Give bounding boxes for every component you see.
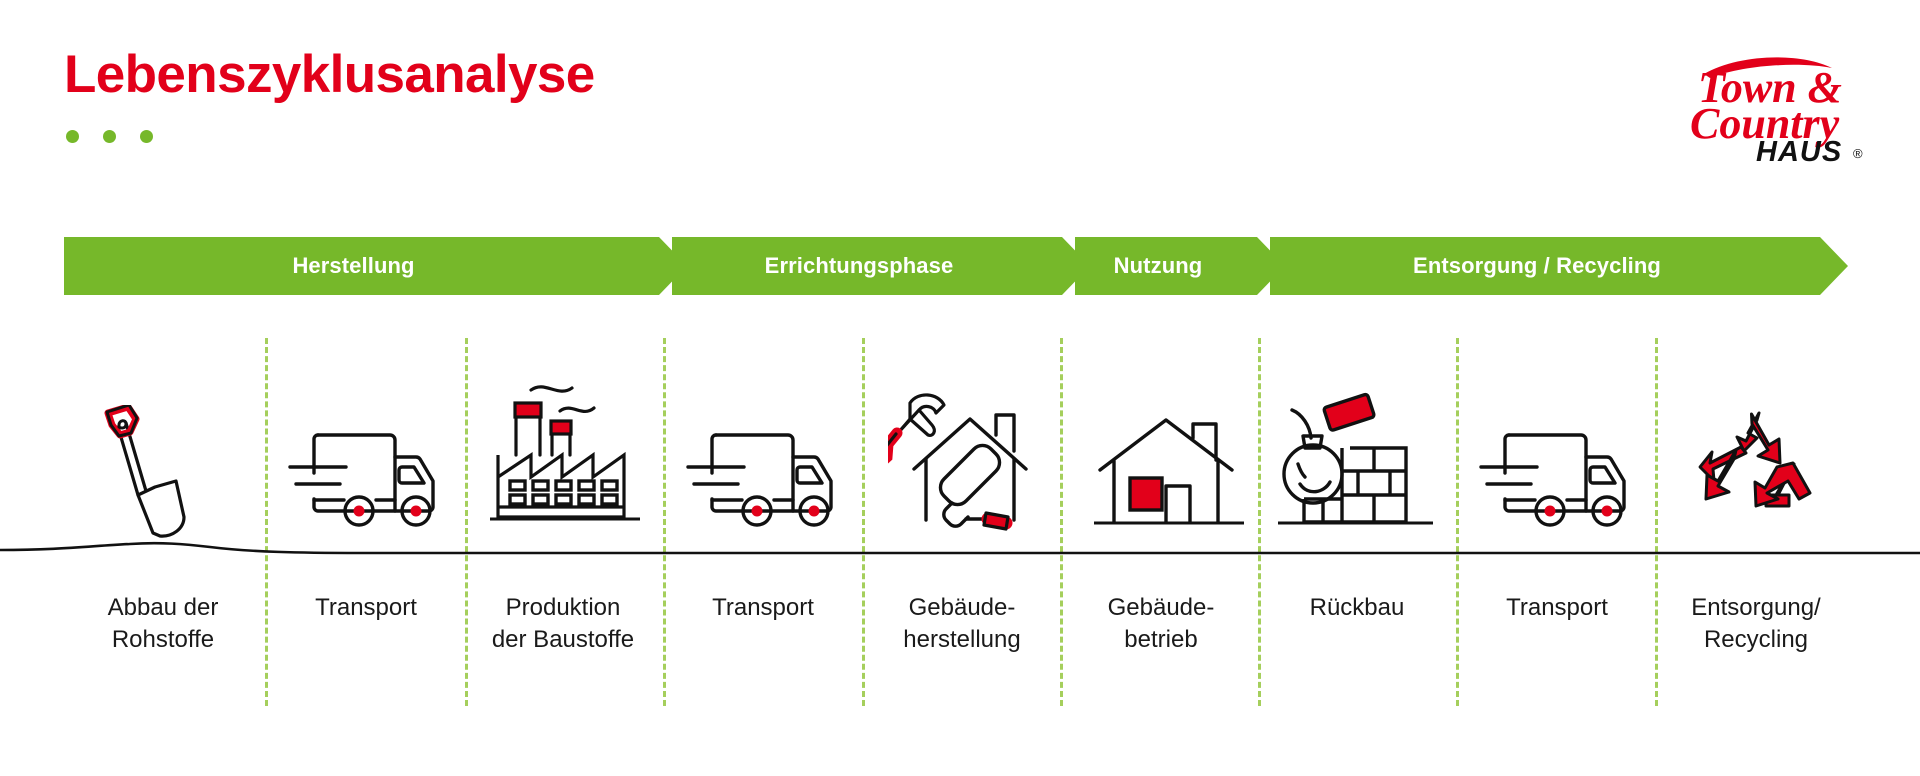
title-dot [140, 130, 153, 143]
wrecking-ball-icon [1278, 392, 1433, 525]
logo-svg: Town & Country HAUS ® [1690, 57, 1863, 168]
stage-label-abbau-der-rohstoffe: Abbau der Rohstoffe [107, 594, 219, 653]
phase-label: Herstellung [292, 253, 415, 278]
stage-label-row: Abbau der Rohstoffe Transport Produktion… [0, 592, 1920, 682]
title-dots-decoration [66, 130, 153, 143]
logo-registered-mark: ® [1853, 146, 1863, 161]
title-dot [66, 130, 79, 143]
stage-icon-band [0, 330, 1920, 560]
stage-label-transport-2: Transport [712, 594, 814, 621]
stage-divider [1060, 338, 1063, 706]
phase-banner-errichtungsphase[interactable]: Errichtungsphase [672, 237, 1090, 295]
phase-banner-entsorgung-recycling[interactable]: Entsorgung / Recycling [1270, 237, 1848, 295]
house-build-icon [888, 393, 1028, 531]
truck-icon [686, 433, 833, 527]
stage-divider [1258, 338, 1261, 706]
stage-label-rueckbau: Rückbau [1309, 594, 1405, 621]
town-and-country-haus-logo: Town & Country HAUS ® [1690, 40, 1890, 170]
title-dot [103, 130, 116, 143]
phase-label: Errichtungsphase [764, 253, 954, 278]
house-icon [1094, 418, 1244, 525]
stage-divider [265, 338, 268, 706]
truck-icon [1479, 433, 1626, 527]
stage-label-produktion-baustoffe: Produktion der Baustoffe [491, 594, 635, 653]
phase-label: Entsorgung / Recycling [1413, 253, 1661, 278]
phase-banner-row: Herstellung Errichtungsphase Nutzung Ent… [0, 237, 1920, 295]
page-title: Lebenszyklusanalyse [64, 45, 595, 104]
logo-line2: Country [1690, 99, 1840, 148]
stage-divider [1655, 338, 1658, 706]
phase-banner-nutzung[interactable]: Nutzung [1075, 237, 1285, 295]
stage-label-transport-1: Transport [315, 594, 417, 621]
factory-icon [490, 385, 640, 521]
phase-banner-herstellung[interactable]: Herstellung [64, 237, 687, 295]
stage-label-gebaeudebetrieb: Gebäude- betrieb [1107, 594, 1215, 653]
stage-label-gebaeudeherstellung: Gebäude- herstellung [903, 594, 1021, 653]
stage-divider [1456, 338, 1459, 706]
stage-label-transport-3: Transport [1506, 594, 1608, 621]
shovel-icon [104, 405, 186, 538]
stage-label-entsorgung-recycling: Entsorgung/ Recycling [1691, 594, 1821, 653]
stage-divider [663, 338, 666, 706]
stage-divider [465, 338, 468, 706]
truck-icon [288, 433, 435, 527]
logo-line3: HAUS [1756, 136, 1842, 168]
phase-label: Nutzung [1113, 253, 1203, 278]
recycling-icon [1698, 411, 1812, 508]
arrow-tip-icon [1820, 237, 1848, 295]
logo-line1: Town & [1698, 63, 1842, 112]
stage-divider [862, 338, 865, 706]
